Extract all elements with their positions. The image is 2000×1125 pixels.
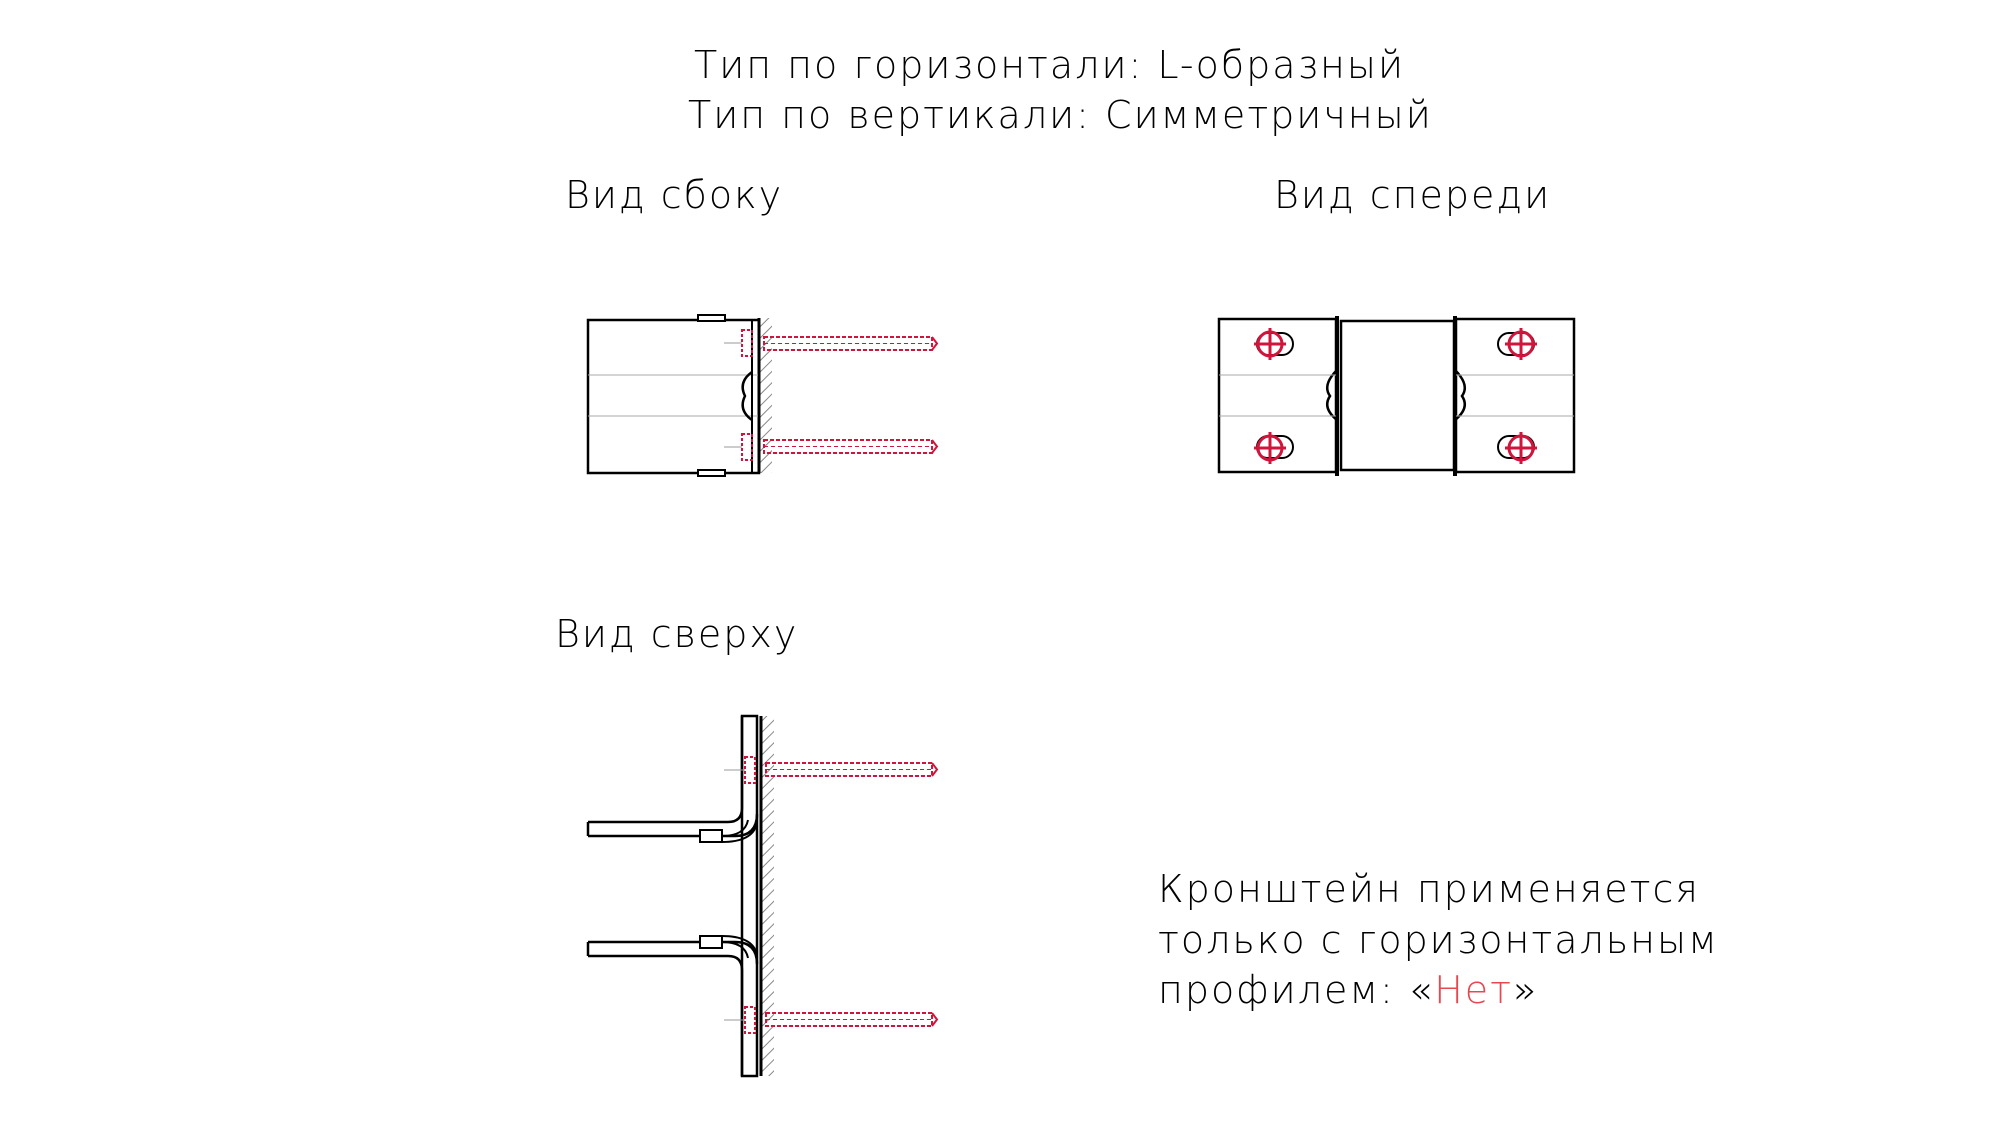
profile-value: Нет [1434, 968, 1513, 1012]
note-suffix: » [1513, 968, 1539, 1012]
side-tab-bottom [697, 469, 726, 477]
front-view-title: Вид спереди [1274, 173, 1552, 217]
side-wall-hatch [760, 318, 772, 473]
side-tab-top [697, 314, 726, 322]
top-lower-arm-inner [588, 940, 759, 965]
front-anchor-br [1505, 432, 1537, 464]
top-wall-hatch [762, 716, 774, 1076]
top-view-drawing [586, 714, 939, 1078]
side-bump [741, 370, 753, 422]
top-anchor-lower [724, 1006, 939, 1034]
front-bump-right [1454, 369, 1467, 421]
side-anchor-bottom [724, 433, 939, 461]
front-anchor-tr [1505, 328, 1537, 360]
horizontal-type-label: Тип по горизонтали: L-образный [694, 43, 1405, 87]
note-line-3: профилем: «Нет» [1158, 968, 1538, 1012]
top-view-title: Вид сверху [555, 612, 799, 656]
note-line-1: Кронштейн применяется [1158, 867, 1700, 911]
top-lower-tab [699, 935, 723, 949]
vertical-type-label: Тип по вертикали: Симметричный [688, 93, 1433, 137]
side-bracket-body [586, 318, 761, 475]
front-bump-left [1325, 369, 1338, 421]
front-anchor-bl [1254, 432, 1286, 464]
top-upper-arm-inner [588, 813, 759, 838]
top-back-plate [740, 714, 759, 1078]
front-middle-body [1339, 319, 1456, 472]
top-lower-arm-outer [588, 954, 744, 1076]
front-view-drawing [1217, 316, 1576, 476]
front-anchor-tl [1254, 328, 1286, 360]
note-prefix: профилем: « [1158, 968, 1435, 1012]
side-view-drawing [586, 314, 939, 477]
side-view-title: Вид сбоку [565, 173, 784, 217]
note-line-2: только с горизонтальным [1158, 918, 1719, 962]
side-anchor-top [724, 329, 939, 357]
top-anchor-upper [724, 756, 939, 784]
top-upper-arm-outer [588, 716, 744, 824]
top-upper-tab [699, 829, 723, 843]
